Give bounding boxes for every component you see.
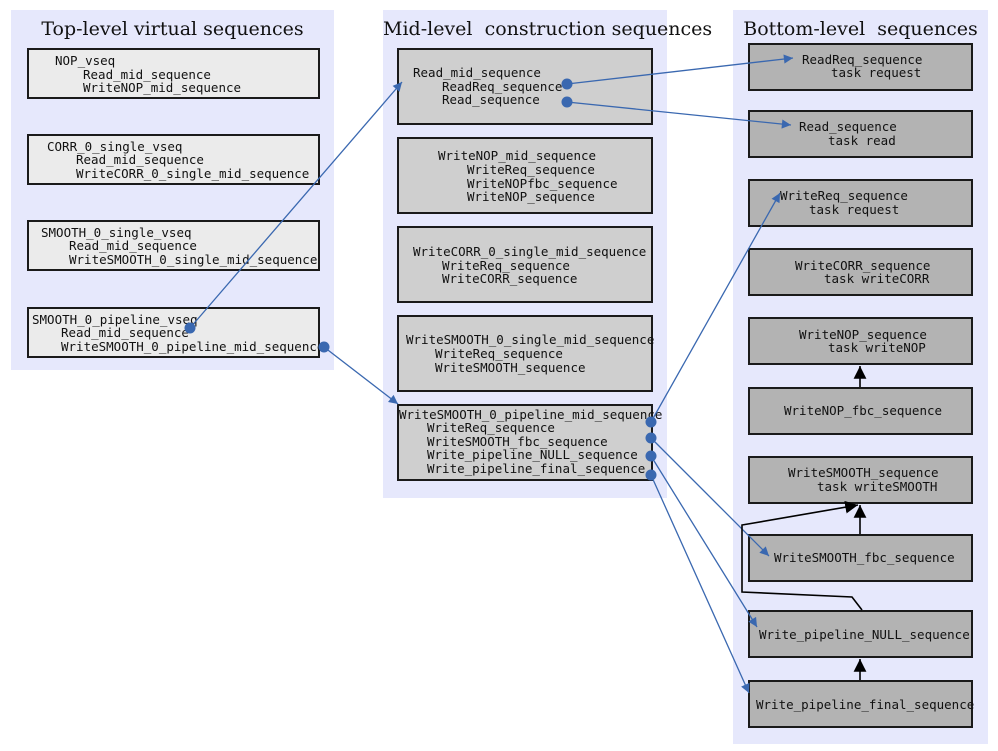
bottom-box-line: task request [809,202,900,217]
mid-box-writesmooth-single-mid: WriteSMOOTH_0_single_mid_sequence WriteR… [397,315,655,392]
top-box-line: Read_mid_sequence [83,67,211,82]
connector-write-pipeline-final [650,474,750,694]
bottom-box-line: WriteReq_sequence [780,188,908,203]
top-box-line: CORR_0_single_vseq [47,139,183,154]
mid-box-writecorr-mid: WriteCORR_0_single_mid_sequence WriteReq… [397,226,653,303]
connector-readreq [566,54,794,85]
connector-writesmooth-pipeline-mid [323,346,399,405]
connector-dot [561,96,573,108]
top-box-nop-vseq: NOP_vseq Read_mid_sequence WriteNOP_mid_… [27,48,320,99]
inherit-arrow-pipeline-null [741,500,863,611]
top-box-line: NOP_vseq [55,53,116,68]
mid-level-title: Mid-level construction sequences [383,18,713,40]
top-box-line: WriteSMOOTH_0_single_mid_sequence [69,252,318,267]
top-box-line: WriteCORR_0_single_mid_sequence [76,166,310,181]
connector-writesmooth-fbc [650,437,770,557]
mid-box-line: WriteSMOOTH_0_single_mid_sequence [406,332,655,347]
top-box-line: WriteSMOOTH_0_pipeline_mid_sequence [61,339,325,354]
mid-box-line: WriteSMOOTH_sequence [435,360,586,375]
top-box-line: SMOOTH_0_pipeline_vseq [32,312,198,327]
bottom-level-title: Bottom-level sequences [743,18,978,40]
mid-box-writenop-mid: WriteNOP_mid_sequence WriteReq_sequence … [397,137,653,214]
mid-box-line: ReadReq_sequence [442,79,563,94]
top-box-line: Read_mid_sequence [69,238,197,253]
mid-box-line: WriteSMOOTH_0_pipeline_mid_sequence [399,407,663,422]
bottom-box-line: WriteNOP_fbc_sequence [784,403,943,418]
bottom-box-line: Read_sequence [799,119,897,134]
connector-dot [561,78,573,90]
top-level-title: Top-level virtual sequences [41,18,304,40]
mid-box-line: Write_pipeline_NULL_sequence [427,447,638,462]
bottom-box-line: ReadReq_sequence [802,52,923,67]
connector-write-pipeline-null [650,455,758,628]
mid-box-read-mid: Read_mid_sequence ReadReq_sequence Read_… [397,48,653,125]
bottom-box-line: Write_pipeline_final_sequence [756,697,975,712]
bottom-box-writenop-fbc: WriteNOP_fbc_sequence [748,387,973,435]
bottom-box-line: task request [831,65,922,80]
bottom-box-line: Write_pipeline_NULL_sequence [759,627,970,642]
top-box-line: Read_mid_sequence [76,152,204,167]
connector-writereq [650,192,781,423]
bottom-box-readreq: ReadReq_sequence task request [748,43,973,91]
mid-box-line: WriteReq_sequence [442,258,570,273]
mid-box-line: WriteReq_sequence [467,162,595,177]
mid-box-writesmooth-pipeline-mid: WriteSMOOTH_0_pipeline_mid_sequence Writ… [397,404,662,481]
top-box-line: WriteNOP_mid_sequence [83,80,242,95]
connector-dot [645,469,657,481]
bottom-box-line: WriteCORR_sequence [795,258,931,273]
top-box-corr-vseq: CORR_0_single_vseq Read_mid_sequence Wri… [27,134,320,185]
bottom-box-writecorr: WriteCORR_sequence task writeCORR [748,248,973,296]
bottom-box-line: WriteSMOOTH_fbc_sequence [774,550,955,565]
mid-box-line: WriteNOPfbc_sequence [467,176,618,191]
connector-dot [645,432,657,444]
mid-box-line: Read_mid_sequence [413,65,541,80]
bottom-box-line: WriteSMOOTH_sequence [788,465,939,480]
bottom-box-writesmooth-fbc: WriteSMOOTH_fbc_sequence [748,534,973,582]
top-box-smooth-single-vseq: SMOOTH_0_single_vseq Read_mid_sequence W… [27,220,320,271]
top-box-smooth-pipeline-vseq: SMOOTH_0_pipeline_vseq Read_mid_sequence… [27,307,324,358]
mid-box-line: WriteNOP_sequence [467,189,595,204]
bottom-box-writenop: WriteNOP_sequence task writeNOP [748,317,973,365]
mid-box-line: WriteNOP_mid_sequence [438,148,597,163]
connector-dot [318,341,330,353]
connector-dot [645,416,657,428]
mid-box-line: WriteReq_sequence [427,420,555,435]
bottom-box-line: task writeSMOOTH [817,479,938,494]
bottom-box-line: task read [828,133,896,148]
bottom-box-write-pipeline-null: Write_pipeline_NULL_sequence [748,610,973,658]
connector-read [566,101,792,129]
bottom-box-writesmooth: WriteSMOOTH_sequence task writeSMOOTH [748,456,973,504]
bottom-box-write-pipeline-final: Write_pipeline_final_sequence [748,680,975,728]
bottom-box-line: WriteNOP_sequence [799,327,927,342]
connector-read-mid [189,81,403,329]
mid-box-line: Read_sequence [442,92,540,107]
top-box-line: Read_mid_sequence [61,325,189,340]
connector-dot [184,322,196,334]
bottom-box-line: task writeCORR [824,271,930,286]
mid-box-line: WriteCORR_sequence [442,271,578,286]
bottom-box-line: task writeNOP [828,340,926,355]
mid-box-line: WriteReq_sequence [435,346,563,361]
connector-dot [645,450,657,462]
mid-box-line: Write_pipeline_final_sequence [427,461,646,476]
top-box-line: SMOOTH_0_single_vseq [41,225,192,240]
bottom-box-read: Read_sequence task read [748,110,973,158]
mid-box-line: WriteSMOOTH_fbc_sequence [427,434,608,449]
bottom-box-writereq: WriteReq_sequence task request [748,179,973,227]
mid-box-line: WriteCORR_0_single_mid_sequence [413,244,647,259]
